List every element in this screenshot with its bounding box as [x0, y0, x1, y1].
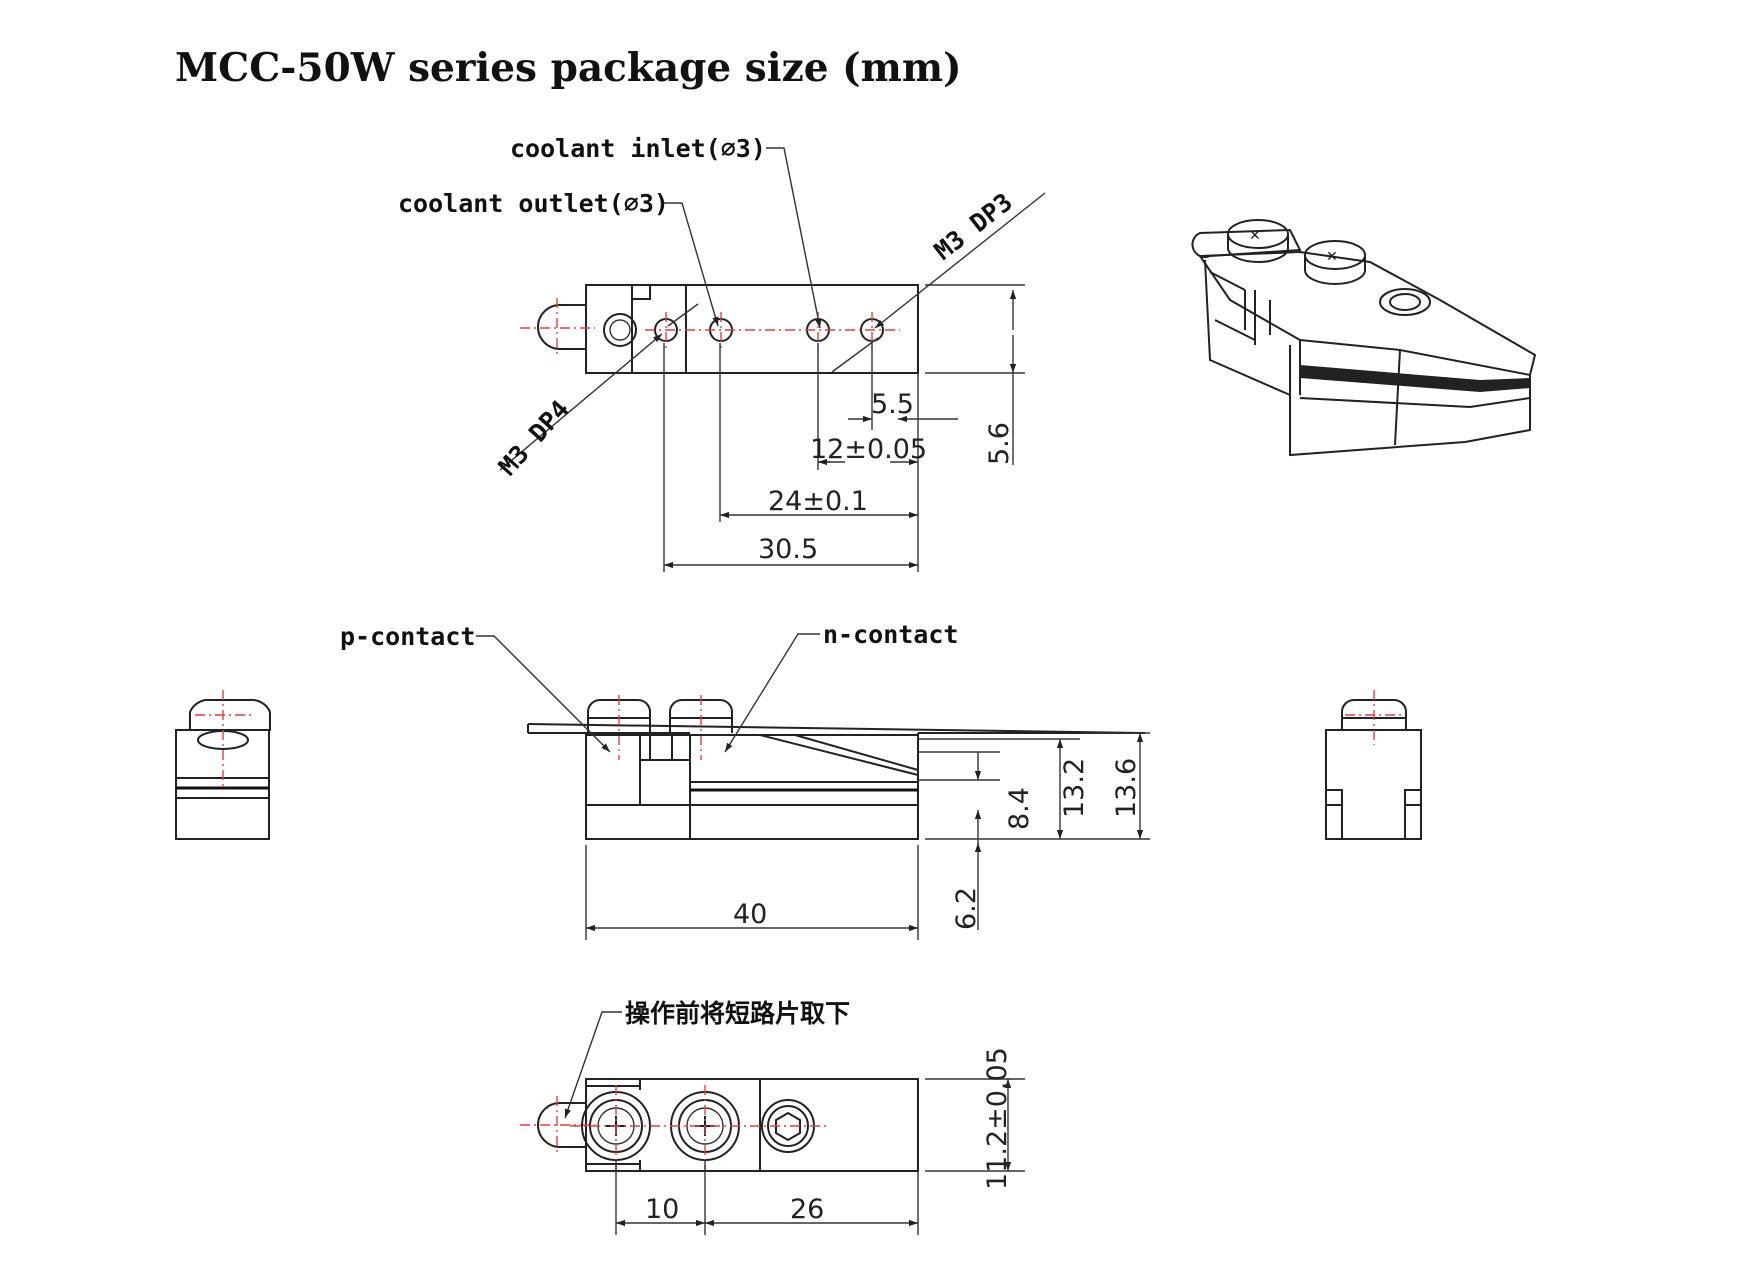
n-contact-label: n-contact	[823, 620, 958, 649]
dim-6-2: 6.2	[951, 887, 982, 930]
m3-dp4-label: M3 DP4	[493, 394, 575, 481]
dim-26: 26	[790, 1194, 824, 1225]
dim-24: 24±0.1	[768, 486, 868, 517]
remove-shorting-piece-note: 操作前将短路片取下	[625, 999, 850, 1028]
dim-5-6: 5.6	[984, 422, 1015, 465]
p-contact-label: p-contact	[340, 622, 475, 651]
dim-12: 12±0.05	[810, 434, 927, 465]
front-view: p-contact n-contact 8.4 13.2 13.6 6.2 40	[340, 620, 1150, 940]
bottom-view: 操作前将短路片取下 11.2±0.05	[520, 999, 1025, 1235]
screw-cross-icon: ✕	[1326, 249, 1338, 265]
dim-40: 40	[733, 899, 767, 930]
dim-11-2: 11.2±0.05	[982, 1047, 1013, 1190]
dim-10: 10	[645, 1194, 679, 1225]
coolant-inlet-label: coolant inlet(⌀3)	[510, 134, 766, 163]
top-view: coolant inlet(⌀3) coolant outlet(⌀3) M3 …	[398, 134, 1046, 572]
coolant-outlet-label: coolant outlet(⌀3)	[398, 189, 669, 218]
dim-30-5: 30.5	[758, 534, 818, 565]
m3-dp3-label: M3 DP3	[929, 187, 1018, 265]
isometric-view: ✕ ✕	[1191, 219, 1537, 457]
left-end-view	[175, 690, 271, 840]
dim-8-4: 8.4	[1004, 787, 1035, 830]
dim-13-6: 13.6	[1111, 758, 1142, 818]
dim-13-2: 13.2	[1059, 758, 1090, 818]
dim-5-5: 5.5	[871, 389, 914, 420]
screw-cross-icon: ✕	[1249, 228, 1261, 244]
right-end-view	[1325, 690, 1422, 840]
page-title: MCC-50W series package size (mm)	[175, 45, 962, 91]
